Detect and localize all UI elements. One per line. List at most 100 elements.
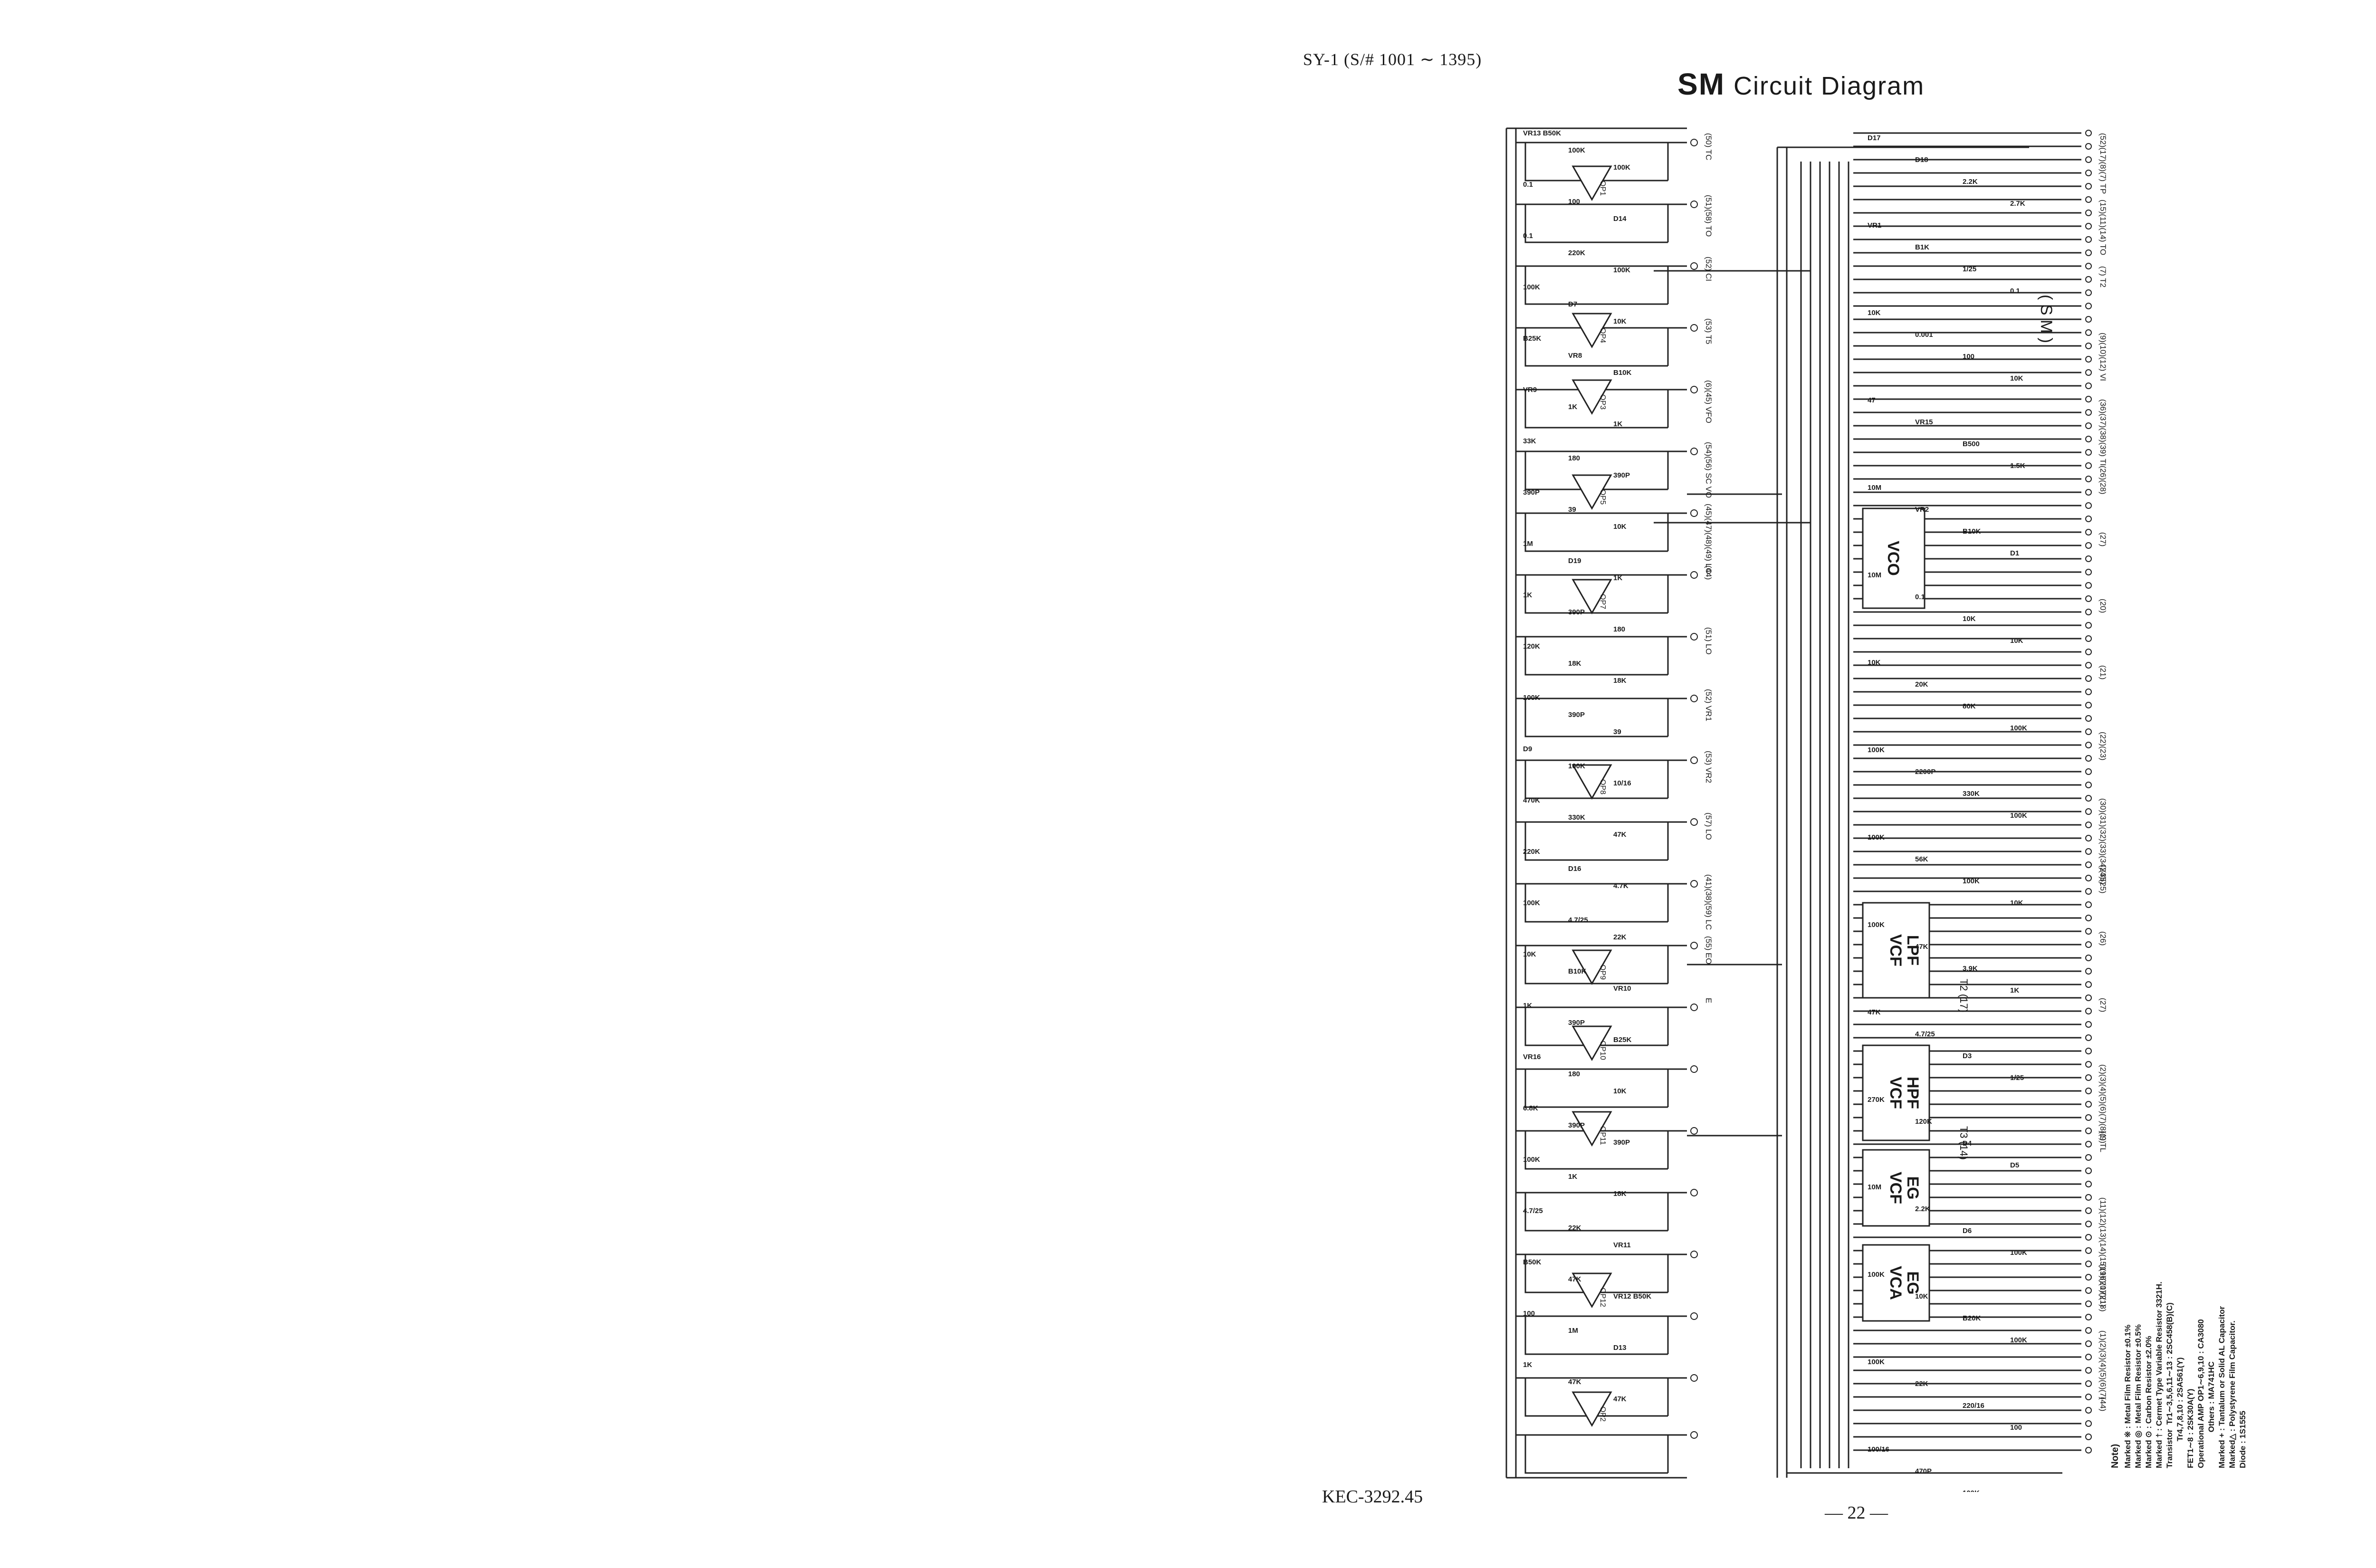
note-line: Operational AMP OP1∼6,9,10 : CA3080 [2196,1319,2205,1468]
terminal-circle [2085,981,2092,988]
component-label: 10K [1613,1087,1627,1095]
terminal-circle [1690,1374,1698,1382]
terminal-circle [1690,571,1698,579]
terminal-circle [2085,1048,2092,1054]
terminal-circle [2085,542,2092,549]
component-label: 6.8K [1523,1104,1538,1112]
component-label: 10K [1523,950,1536,958]
terminal-circle [2085,1008,2092,1014]
component-label: 10K [1613,317,1627,325]
terminal-label-left: (50) TC [1704,133,1713,160]
document-code: KEC-3292.45 [1322,1487,1423,1507]
mid-label-t3: T3 (14) [1958,1126,1970,1160]
terminal-circle [2085,210,2092,216]
component-label: 470P [1915,1467,1932,1475]
component-label: 180 [1568,454,1580,462]
component-label: 470K [1523,796,1540,804]
note-line: Marked ◎ : Metal Film Resistor ±0.5% [2134,1324,2143,1468]
ic-body [1862,1244,1930,1322]
opamp-triangle [1571,1391,1612,1427]
terminal-circle [2085,436,2092,442]
component-label: 47K [1915,943,1928,951]
note-heading: Note) [2110,1444,2120,1468]
terminal-circle [1690,756,1698,764]
component-label: 330K [1568,813,1585,822]
component-label: B25K [1523,335,1542,343]
ic-body [1862,507,1926,609]
terminal-circle [1690,509,1698,517]
component-label: 100 [1963,353,1974,361]
terminal-circle [2085,422,2092,429]
terminal-circle [2085,489,2092,496]
component-label: VR16 [1523,1053,1541,1061]
component-label: 2.2K [1915,1205,1930,1213]
component-label: 390P [1568,711,1585,719]
terminal-circle [2085,955,2092,961]
opamp: OP3 [1571,379,1612,415]
terminal-circle [1690,1312,1698,1320]
component-label: B1K [1915,243,1929,251]
component-label: 10K [1963,615,1976,623]
terminal-circle [2085,795,2092,802]
component-label: 10K [1868,659,1881,667]
terminal-circle [2085,156,2092,163]
terminal-label-right: (22)(23) [2098,732,2108,760]
note-line: Marked△ : Polystyrene Film Capacitor. [2228,1320,2237,1468]
component-label: VR9 [1523,386,1537,394]
component-label: 330K [1963,790,1980,798]
wire [1524,946,1668,985]
terminal-label-right: (11)(12)(13)(14)(15)(16)(17)(18) [2098,1197,2108,1312]
component-label: D14 [1613,215,1627,223]
component-label: 47K [1568,1275,1581,1283]
component-label: 100K [1523,694,1540,702]
terminal-circle [2085,276,2092,283]
opamp-triangle [1571,1025,1612,1061]
terminal-circle [2085,1394,2092,1400]
ic-label-line1: VCF [1887,1077,1905,1109]
terminal-circle [2085,941,2092,948]
note-line: Tr4,7,8,10 : 2SA561(Y) [2175,1357,2184,1468]
terminal-circle [2085,303,2092,309]
opamp-label: OP1 [1599,181,1607,196]
title-bold: SM [1677,67,1725,101]
terminal-circle [1690,1127,1698,1135]
terminal-circle [2085,449,2092,456]
terminal-circle [2085,263,2092,269]
component-label: D19 [1568,557,1581,565]
wire [1524,451,1668,490]
terminal-label-left: (45)(47)(48)(49) LO [1704,504,1713,574]
component-label: 0.1 [2010,287,2020,295]
component-label: VR15 [1915,418,1933,426]
terminal-label-left: (51) LO [1704,627,1713,655]
component-label: 47K [1868,1008,1881,1016]
component-label: B10K [1613,369,1632,377]
component-label: 100 [1568,198,1580,206]
component-label: 1M [1523,540,1533,548]
opamp: OP12 [1571,1272,1612,1309]
wire [1524,390,1668,429]
terminal-circle [2085,462,2092,469]
component-label: 2.2K [1963,178,1978,186]
terminal-circle [2085,1287,2092,1294]
component-label: VR2 [1915,506,1929,514]
component-label: 1K [1568,1173,1577,1181]
note-lines: Marked ※ : Metal Film Resistor ±0.1%Mark… [2123,1202,2248,1468]
terminal-circle [1690,1004,1698,1011]
wire [1524,822,1668,861]
component-label: 100K [1613,163,1630,172]
terminal-circle [2085,675,2092,682]
terminal-label-right: (20) [2098,599,2108,613]
component-label: VR8 [1568,352,1582,360]
terminal-label-right: (24)(25) [2098,865,2108,893]
component-label: B10K [1568,967,1587,975]
component-label: 10K [2010,374,2023,382]
terminal-label-right: (27) [2098,532,2108,546]
opamp: OP2 [1571,1391,1612,1427]
component-label: 100K [2010,1336,2027,1344]
wire [1524,760,1668,799]
terminal-circle [2085,688,2092,695]
wire [1524,266,1668,305]
ic-label-line1: VCA [1887,1266,1905,1300]
